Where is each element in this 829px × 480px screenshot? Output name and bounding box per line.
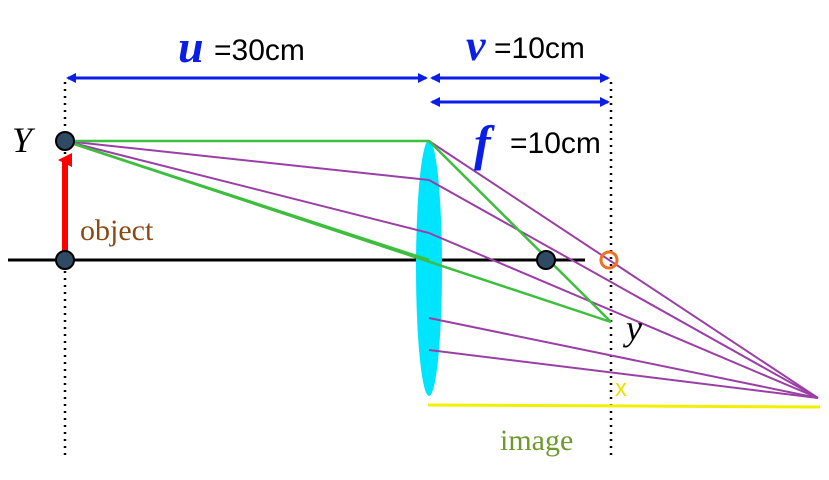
focus-marker bbox=[599, 250, 619, 270]
object-label: object bbox=[80, 214, 154, 247]
image-point-label: y bbox=[623, 308, 642, 348]
convex-lens bbox=[416, 140, 442, 396]
image-screen-line bbox=[427, 403, 821, 409]
v-value: =10cm bbox=[494, 32, 585, 65]
f-value: =10cm bbox=[510, 127, 601, 160]
u-value: =30cm bbox=[214, 34, 305, 67]
purple-ray-4 bbox=[428, 317, 819, 399]
green-rays bbox=[64, 139, 612, 324]
purple-ray-3b bbox=[428, 232, 819, 399]
object-base-point bbox=[55, 250, 75, 270]
object-top-point bbox=[55, 131, 75, 151]
purple-ray-2b bbox=[428, 179, 819, 399]
purple-ray-2 bbox=[64, 140, 430, 181]
focal-point bbox=[536, 250, 556, 270]
green-ray-refracted bbox=[428, 140, 612, 323]
u-symbol: u bbox=[178, 21, 204, 72]
image-label: image bbox=[500, 424, 573, 457]
purple-ray-3 bbox=[64, 140, 430, 234]
object-point-label: Y bbox=[12, 120, 36, 160]
x-mark: x bbox=[615, 375, 627, 402]
purple-ray-1b bbox=[428, 140, 819, 399]
green-ray-focal bbox=[64, 139, 430, 262]
v-symbol: v bbox=[466, 21, 486, 70]
purple-ray-5 bbox=[428, 349, 819, 399]
f-symbol: f bbox=[474, 115, 495, 171]
